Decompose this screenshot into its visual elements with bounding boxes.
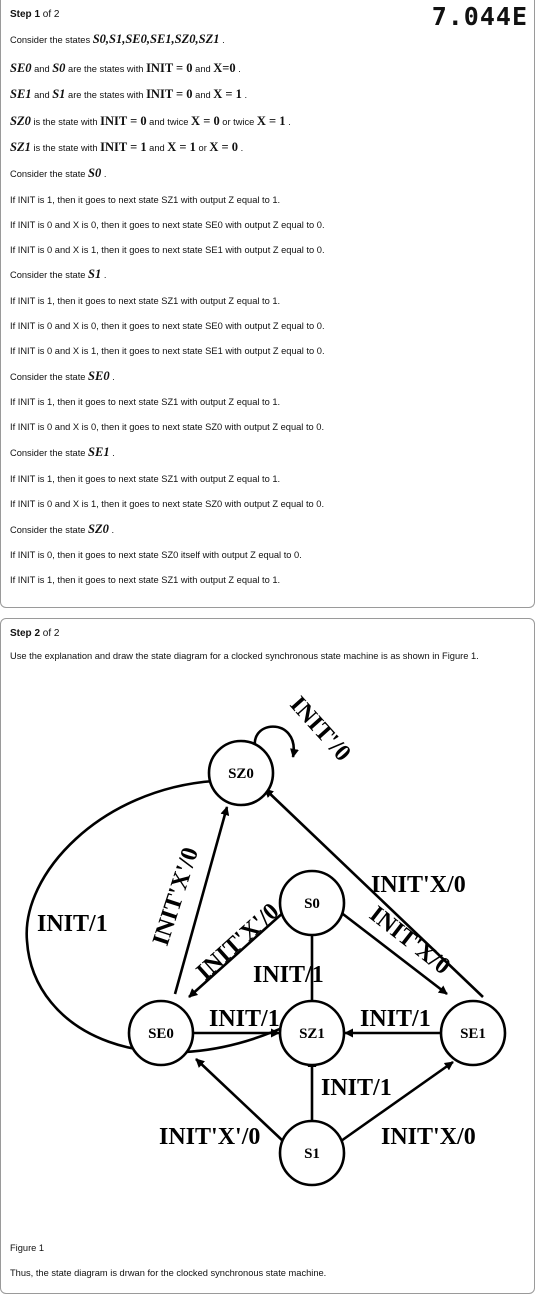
edge-se0-to-sz0 (173, 806, 230, 995)
edge-se1-to-sz0 (264, 788, 484, 998)
state-label-se1: SE1 (460, 1026, 486, 1042)
consider-state-sz0: Consider the state SZ0 . (10, 522, 115, 536)
edge-label-s1-to-se1: INIT'X/0 (381, 1124, 476, 1150)
states-intro: Consider the states S0,S1,SE0,SE1,SZ0,SZ… (10, 32, 225, 46)
edge-label-s1-to-sz1: INIT/1 (321, 1075, 392, 1101)
consider-state-s0: Consider the state S0 . (10, 166, 107, 180)
step-2-intro: Use the explanation and draw the state d… (10, 651, 479, 661)
state-node-se0 (127, 999, 195, 1067)
edge-s0-to-se0 (188, 910, 286, 998)
state-node-s0 (278, 869, 346, 937)
consider-state-se1: Consider the state SE1 . (10, 445, 115, 459)
edge-label-se1-to-sz1: INIT/1 (360, 1006, 431, 1032)
edge-label-sz0-to-sz1: INIT/1 (37, 911, 108, 937)
state-node-sz1 (278, 999, 346, 1067)
definition-sz0: SZ0 is the state with INIT = 0 and twice… (10, 114, 291, 128)
edge-label-s1-to-se0: INIT'X'/0 (159, 1124, 260, 1150)
question-number-badge: 7.044E (431, 2, 528, 31)
edge-label-self-loop: INIT'/0 (285, 692, 356, 767)
state-node-sz0 (207, 739, 275, 807)
transition-line: If INIT is 0, then it goes to next state… (10, 550, 302, 560)
definition-se0-s0: SE0 and S0 are the states with INIT = 0 … (10, 61, 241, 75)
edge-s1-to-se1 (340, 1060, 454, 1143)
transition-line: If INIT is 0 and X is 0, then it goes to… (10, 220, 325, 230)
transition-line: If INIT is 1, then it goes to next state… (10, 195, 281, 205)
step-1-card: Step 1 of 2 7.044E Consider the states S… (0, 0, 535, 608)
state-label-sz1: SZ1 (299, 1026, 325, 1042)
step-2-conclusion: Thus, the state diagram is drwan for the… (10, 1268, 327, 1278)
transition-line: If INIT is 0 and X is 1, then it goes to… (10, 346, 325, 356)
transition-line: If INIT is 1, then it goes to next state… (10, 296, 281, 306)
state-label-s1: S1 (304, 1146, 320, 1162)
step-2-card: Step 2 of 2 Use the explanation and draw… (0, 618, 535, 1294)
edge-label-s0-to-sz1: INIT/1 (253, 962, 324, 988)
transition-line: If INIT is 1, then it goes to next state… (10, 474, 281, 484)
state-node-s1 (278, 1119, 346, 1187)
edge-label-se1-to-sz0: INIT'X/0 (371, 872, 466, 898)
transition-line: If INIT is 0 and X is 0, then it goes to… (10, 422, 325, 432)
edge-label-se0-to-sz0: INIT'X'/0 (148, 844, 204, 948)
consider-state-s1: Consider the state S1 . (10, 267, 107, 281)
state-label-se0: SE0 (148, 1026, 174, 1042)
step-2-label: Step 2 of 2 (10, 628, 60, 639)
edge-label-se0-to-sz1: INIT/1 (209, 1006, 280, 1032)
transition-line: If INIT is 1, then it goes to next state… (10, 397, 281, 407)
state-label-sz0: SZ0 (228, 766, 254, 782)
consider-state-se0: Consider the state SE0 . (10, 369, 115, 383)
definition-sz1: SZ1 is the state with INIT = 1 and X = 1… (10, 140, 244, 154)
edge-s0-to-se1 (338, 909, 448, 996)
transition-line: If INIT is 0 and X is 1, then it goes to… (10, 245, 325, 255)
figure-caption: Figure 1 (10, 1243, 45, 1253)
transition-line: If INIT is 1, then it goes to next state… (10, 575, 281, 585)
transition-line: If INIT is 0 and X is 0, then it goes to… (10, 321, 325, 331)
state-diagram: SZ0 S0 SE0 SZ1 SE1 S1 INIT'/0 INIT/1 INI… (25, 692, 507, 1187)
state-node-se1 (439, 999, 507, 1067)
transition-line: If INIT is 0 and X is 1, then it goes to… (10, 499, 325, 509)
definition-se1-s1: SE1 and S1 are the states with INIT = 0 … (10, 87, 248, 101)
edge-s1-to-se0 (195, 1058, 284, 1142)
state-label-s0: S0 (304, 896, 320, 912)
step-1-label: Step 1 of 2 (10, 9, 60, 20)
